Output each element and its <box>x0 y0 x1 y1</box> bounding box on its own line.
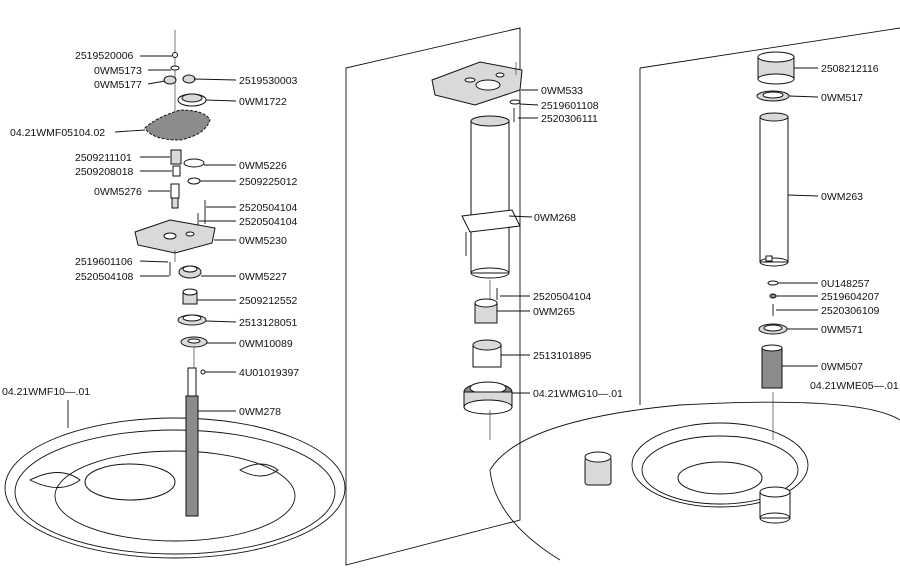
part-label: 04.21WMG10—.01 <box>533 388 623 400</box>
part-label: 0WM5276 <box>94 186 142 198</box>
right-assembly <box>756 51 795 440</box>
part-label: 0WM5173 <box>94 65 142 77</box>
part-label: 04.21WME05—.01 <box>810 380 899 392</box>
part-label: 2520504104 <box>239 202 298 214</box>
part-label: 04.21WMF05104.02 <box>10 127 105 139</box>
middle-assembly <box>431 61 523 440</box>
part-label: 2509212552 <box>239 295 298 307</box>
part-label: 2520306111 <box>541 113 598 125</box>
part-label: 0WM1722 <box>239 96 287 108</box>
leader-lines-left <box>67 55 237 428</box>
part-label: 0U148257 <box>821 278 870 290</box>
part-label: 2519604207 <box>821 291 880 303</box>
part-label: 0WM533 <box>541 85 583 97</box>
part-label: 2509225012 <box>239 176 298 188</box>
part-label: 2513128051 <box>239 317 298 329</box>
part-label: 2513101895 <box>533 350 592 362</box>
part-label: 2519601106 <box>75 256 133 268</box>
left-assembly <box>134 30 216 517</box>
part-label: 2509211101 <box>75 152 132 164</box>
part-label: 0WM5230 <box>239 235 287 247</box>
plane-right <box>639 27 900 405</box>
part-label: 2519601108 <box>541 100 599 112</box>
part-label: 2519530003 <box>239 75 298 87</box>
part-label: 2520504104 <box>533 291 592 303</box>
part-label: 0WM268 <box>534 212 576 224</box>
left-base-ring <box>4 417 346 559</box>
leader-lines-right <box>776 67 819 367</box>
part-label: 0WM5177 <box>94 79 142 91</box>
part-label: 2520504108 <box>75 271 134 283</box>
part-label: 0WM265 <box>533 306 575 318</box>
part-label: 2519520006 <box>75 50 134 62</box>
part-label: 0WM571 <box>821 324 863 336</box>
part-label: 04.21WMF10—.01 <box>2 386 90 398</box>
part-label: 4U01019397 <box>239 367 299 379</box>
part-label: 0WM5227 <box>239 271 287 283</box>
part-label: 0WM5226 <box>239 160 287 172</box>
labels-middle: 0WM533 2519601108 2520306111 0WM268 2520… <box>533 85 623 400</box>
leader-lines-middle <box>497 89 539 394</box>
right-base-plate <box>489 401 900 561</box>
plane-middle <box>345 27 521 566</box>
part-label: 0WM278 <box>239 406 281 418</box>
part-label: 0WM263 <box>821 191 863 203</box>
part-label: 0WM517 <box>821 92 863 104</box>
part-label: 0WM10089 <box>239 338 293 350</box>
labels-left: 2519520006 0WM5173 0WM5177 2519530003 0W… <box>2 50 299 418</box>
part-label: 2508212116 <box>821 63 879 75</box>
part-label: 2520306109 <box>821 305 880 317</box>
part-label: 2509208018 <box>75 166 134 178</box>
part-label: 0WM507 <box>821 361 863 373</box>
labels-right: 2508212116 0WM517 0WM263 0U148257 251960… <box>810 63 899 392</box>
part-label: 2520504104 <box>239 216 298 228</box>
